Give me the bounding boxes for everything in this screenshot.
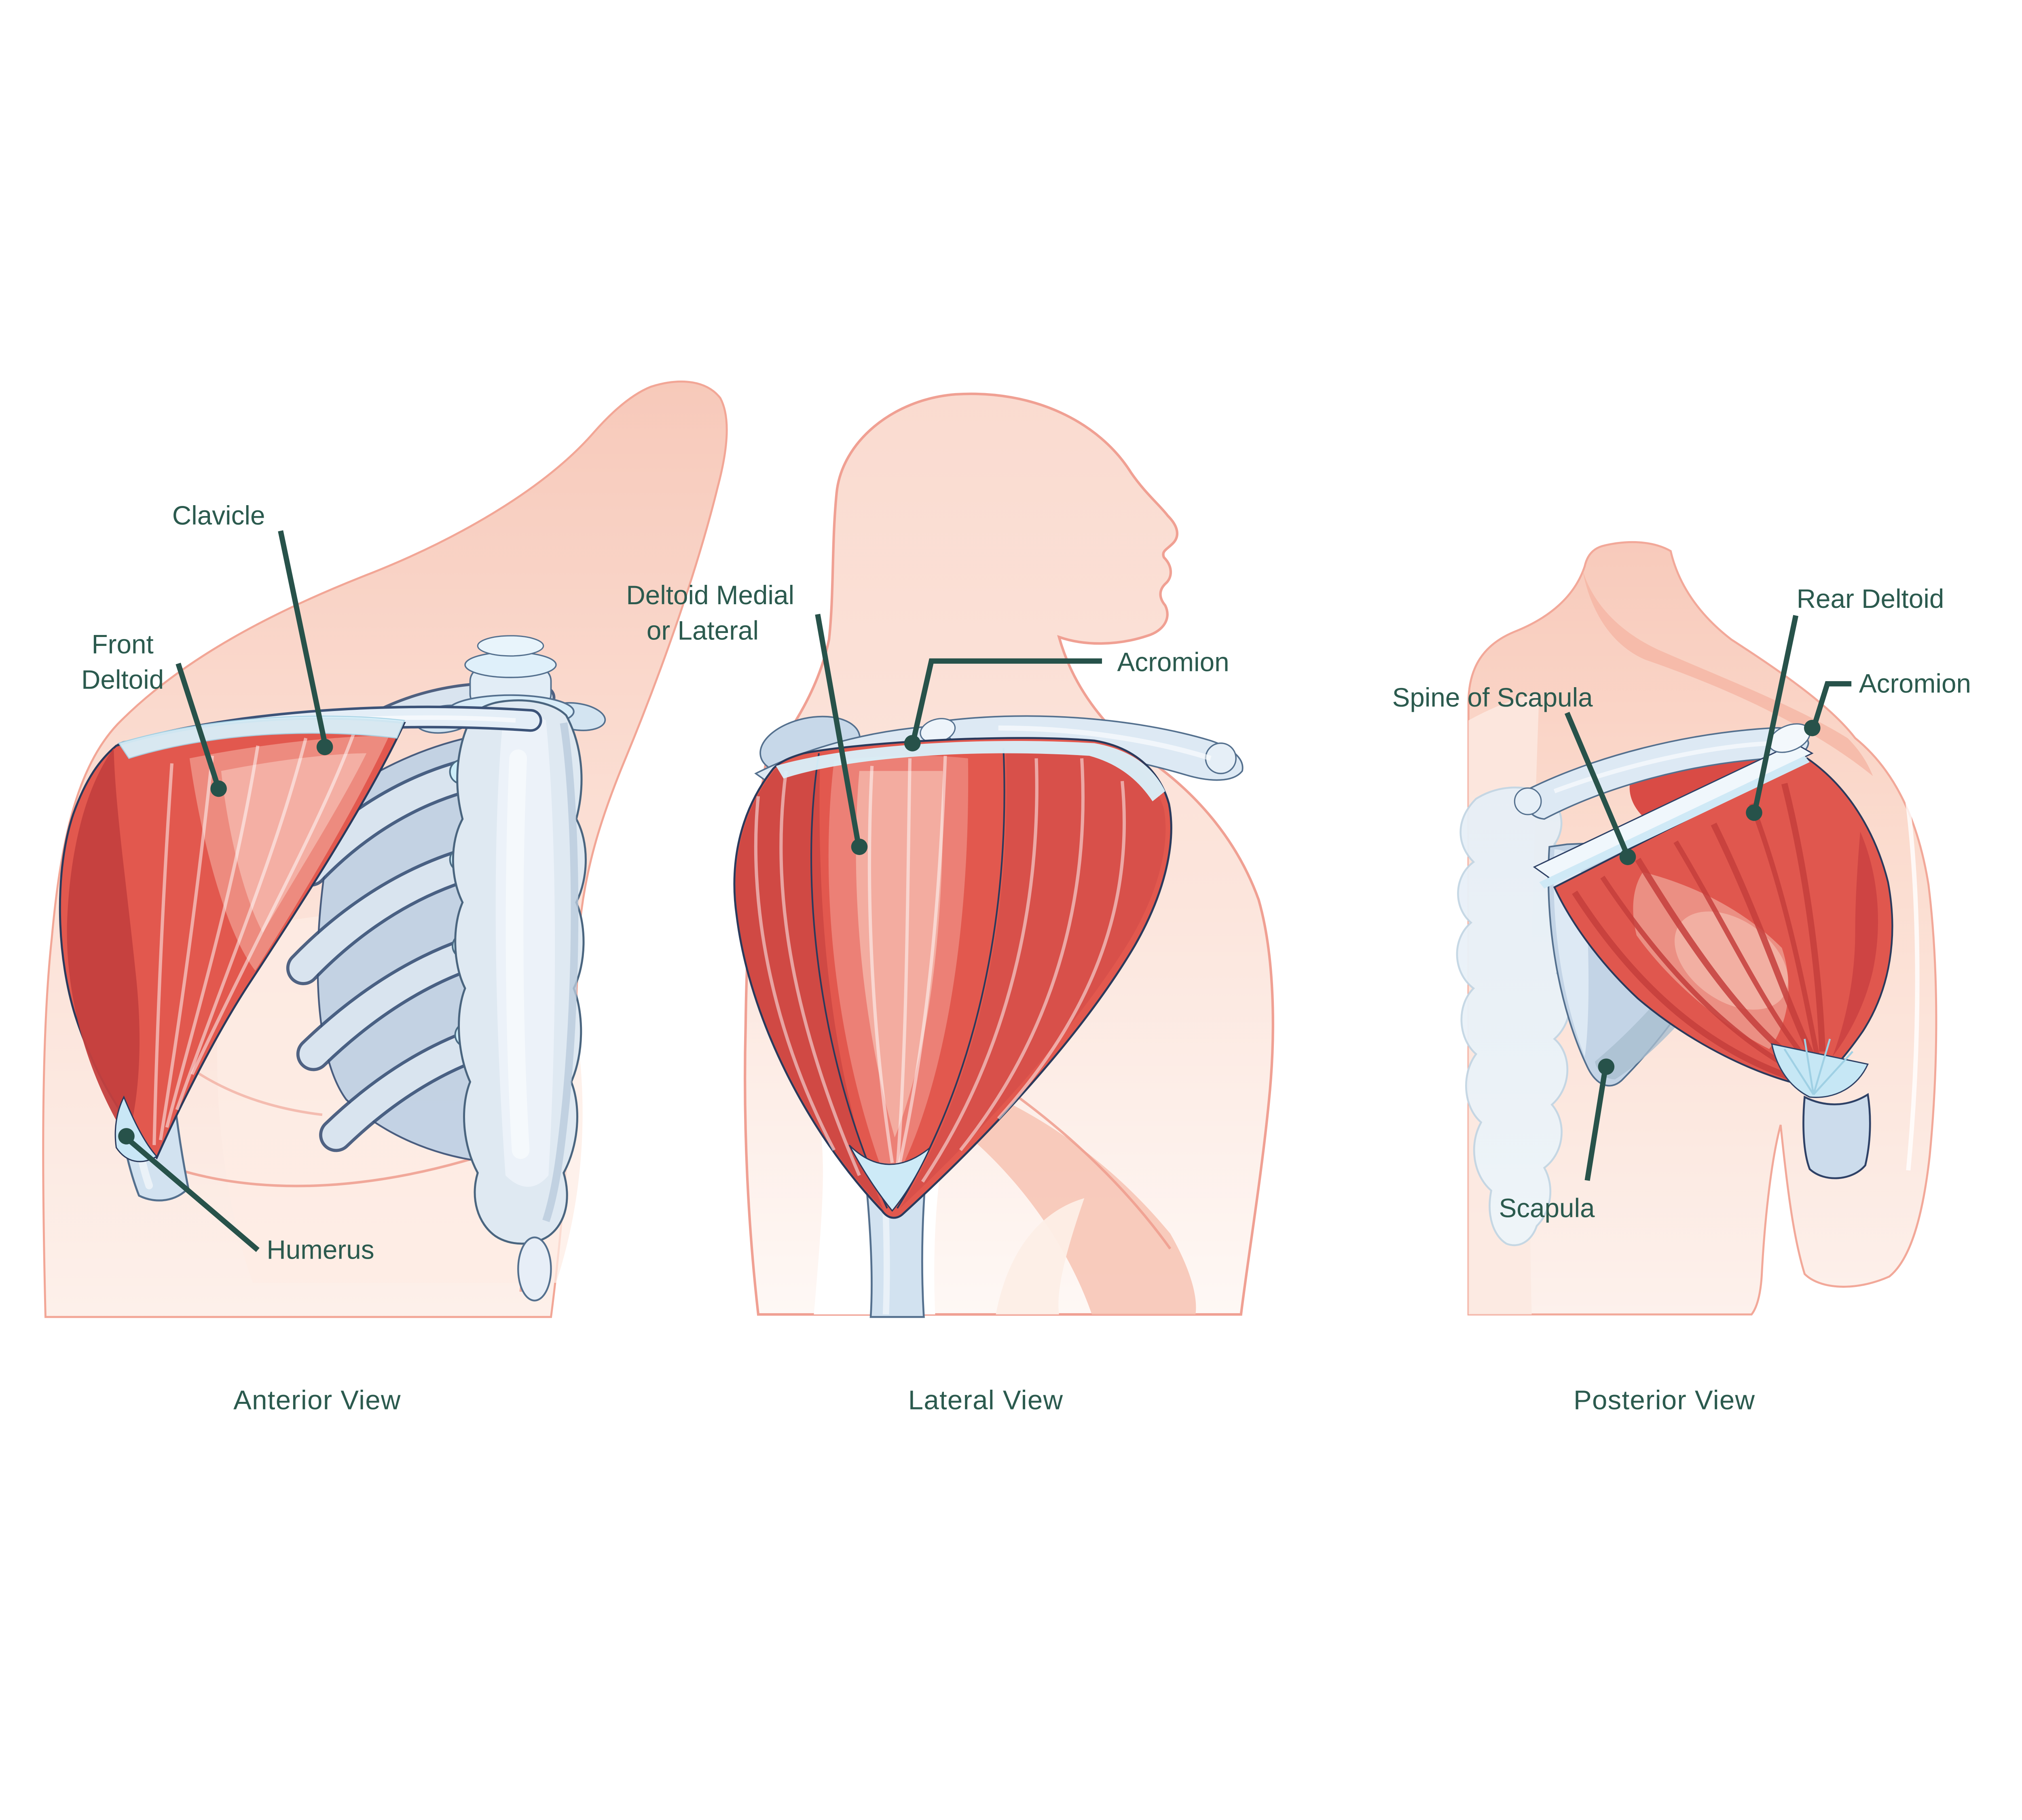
front-deltoid-leader-dot (210, 780, 227, 797)
deltoid-tip-tendon (848, 1145, 931, 1212)
deltoid-tendon-strip (118, 715, 405, 759)
label-deltoid-medial-line2: or Lateral (647, 616, 759, 645)
label-clavicle: Clavicle (172, 501, 265, 530)
label-front-deltoid-line1: Front (92, 630, 154, 659)
lobe-divider (810, 753, 888, 1209)
humerus-leader-dot (118, 1128, 135, 1145)
deltoid-tendon-strip (776, 741, 1165, 802)
clavicle-leader-dot (316, 739, 333, 756)
tendon-fan-lines (1783, 1039, 1853, 1095)
deltoid-right-dark-band (1832, 832, 1878, 1057)
anterior-pec-crease (151, 1149, 500, 1187)
label-humerus: Humerus (266, 1235, 374, 1265)
scapula-leader-dot (1598, 1058, 1615, 1075)
lateral-deltoid-muscle (733, 737, 1172, 1219)
spine-of-scapula-leader-dot (1619, 849, 1636, 866)
spine-of-scapula-strip (1533, 742, 1814, 880)
caption-posterior-view: Posterior View (1574, 1385, 1755, 1415)
deltoid-medial-leader-line (815, 614, 861, 844)
rear-deltoid-leader-dot (1746, 804, 1762, 821)
acromion-leader-line (911, 658, 1102, 740)
label-acromion-posterior: Acromion (1859, 669, 1971, 698)
lateral-elbow-highlight (996, 1198, 1085, 1314)
label-rear-deltoid: Rear Deltoid (1797, 584, 1944, 614)
posterior-arm-highlight (1901, 770, 1920, 1171)
anterior-lobe (736, 756, 884, 1210)
humerus-leader-line (127, 1138, 260, 1252)
front-deltoid-leader-line (176, 662, 220, 786)
deltoid-dark-band (67, 748, 140, 1140)
posterior-annotations: Spine of Scapula Rear Deltoid Acromion S… (1392, 584, 1971, 1415)
deltoid-tip-tendon (114, 1095, 158, 1162)
acromion-leader-dot (904, 735, 921, 751)
spine-strip-cyan-edge (1539, 756, 1810, 889)
sternum-column (452, 699, 587, 1302)
posterior-view-figure: Spine of Scapula Rear Deltoid Acromion S… (1392, 541, 1971, 1415)
anterior-view-figure: Clavicle Front Deltoid Humerus Anterior … (42, 380, 728, 1416)
label-scapula: Scapula (1499, 1193, 1595, 1223)
label-deltoid-medial-line1: Deltoid Medial (626, 580, 794, 610)
acromion-leader-dot (1804, 720, 1821, 736)
clavicle-leader-line (278, 530, 328, 744)
muscle-streaks (754, 756, 1126, 1183)
rear-deltoid-leader-line (1753, 615, 1799, 810)
label-acromion-lateral: Acromion (1117, 647, 1229, 677)
lateral-view-figure: Deltoid Medial or Lateral Acromion Later… (626, 392, 1274, 1416)
lateral-arm-shade (958, 1080, 1196, 1314)
scapula-leader-line (1584, 1070, 1608, 1181)
caption-lateral-view: Lateral View (908, 1385, 1063, 1415)
spine-of-scapula-leader-line (1564, 711, 1629, 854)
rear-deltoid-muscle (1533, 723, 1893, 1098)
anterior-deltoid-muscle (59, 715, 406, 1162)
label-spine-of-scapula: Spine of Scapula (1392, 683, 1593, 712)
deltoid-medial-leader-dot (851, 838, 868, 855)
xiphoid-tail (517, 1236, 552, 1302)
anterior-annotations: Clavicle Front Deltoid Humerus Anterior … (81, 501, 401, 1416)
label-front-deltoid-line2: Deltoid (81, 665, 164, 694)
posterior-humerus-bone (1802, 1093, 1871, 1179)
acromion-leader-line (1812, 681, 1852, 725)
muscle-streaks (152, 732, 355, 1145)
lateral-annotations: Deltoid Medial or Lateral Acromion Later… (626, 580, 1229, 1416)
posterior-lobe (900, 747, 1166, 1208)
caption-anterior-view: Anterior View (233, 1385, 401, 1415)
